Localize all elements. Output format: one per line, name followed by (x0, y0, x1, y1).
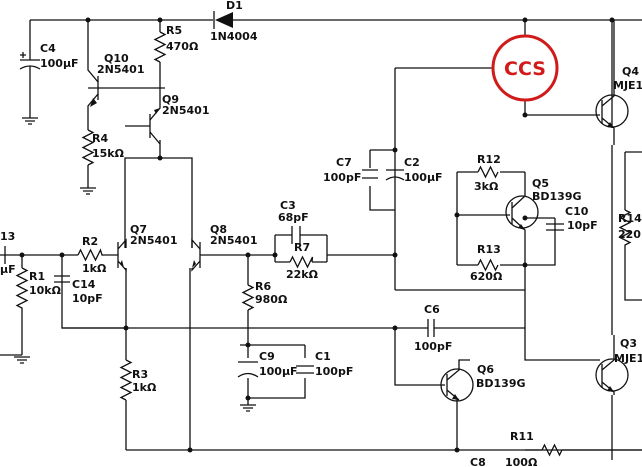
c3-ref: C3 (280, 199, 296, 212)
r5-value: 470Ω (166, 40, 199, 53)
r5-ref: R5 (166, 24, 182, 37)
c6-ref: C6 (424, 303, 440, 316)
c13-ref: 13 (0, 230, 15, 243)
r11-ref: R11 (510, 430, 534, 443)
resistor-r1: R1 10kΩ (14, 267, 62, 364)
resistor-r14: R14 220 (618, 209, 642, 250)
r7-value: 22kΩ (286, 268, 319, 281)
c7-ref: C7 (336, 156, 352, 169)
r4-ref: R4 (92, 132, 108, 145)
r2-value: 1kΩ (82, 262, 107, 275)
resistor-r5: R5 470Ω (153, 24, 199, 63)
q7-value: 2N5401 (130, 234, 177, 247)
r13-value: 620Ω (470, 270, 503, 283)
r13-ref: R13 (477, 243, 501, 256)
c10-value: 10pF (567, 219, 598, 232)
q9-ref: Q9 (162, 93, 179, 106)
junction-dots (19, 17, 615, 453)
q8-value: 2N5401 (210, 234, 257, 247)
d1-ref: D1 (226, 0, 243, 12)
q3-ref: Q3 (620, 337, 637, 350)
resistor-r2: R2 1kΩ (77, 235, 107, 275)
q4-value: MJE1 (613, 79, 642, 92)
capacitor-c13: 13 µF (0, 230, 16, 276)
c1-ref: C1 (315, 350, 331, 363)
r14-ref: R14 (618, 212, 642, 225)
c1-value: 100pF (315, 365, 353, 378)
transistor-q3: Q3 MJE1 (595, 335, 642, 395)
r6-ref: R6 (255, 280, 271, 293)
capacitor-c14: C14 10pF (54, 275, 103, 305)
r12-ref: R12 (477, 153, 501, 166)
transistor-q6: Q6 BD139G (440, 359, 526, 402)
c9-value: 100µF (259, 365, 298, 378)
capacitor-c8: C8 (470, 456, 486, 467)
c2-ref: C2 (404, 156, 420, 169)
q10-ref: Q10 (104, 52, 129, 65)
capacitor-c3: C3 68pF (278, 199, 309, 244)
capacitor-c4: C4 100µF (19, 42, 79, 125)
capacitor-c7: C7 100pF (323, 156, 378, 184)
ccs-highlight: CCS (491, 34, 559, 102)
resistor-r13: R13 620Ω (470, 243, 503, 283)
c13-value: µF (0, 263, 16, 276)
transistor-q10: Q10 2N5401 (87, 40, 144, 108)
transistor-q7: Q7 2N5401 (117, 223, 177, 272)
q4-ref: Q4 (622, 65, 639, 78)
q10-value: 2N5401 (97, 63, 144, 76)
resistor-r7: R7 22kΩ (286, 241, 319, 281)
wires (0, 19, 642, 460)
q6-ref: Q6 (477, 363, 494, 376)
r6-value: 980Ω (255, 293, 288, 306)
r1-value: 10kΩ (29, 284, 62, 297)
r14-value: 220 (618, 228, 641, 241)
r12-value: 3kΩ (474, 180, 499, 193)
q5-ref: Q5 (532, 177, 549, 190)
c3-value: 68pF (278, 211, 309, 224)
q5-value: BD139G (532, 190, 582, 203)
transistor-q9: Q9 2N5401 (125, 92, 209, 145)
c4-ref: C4 (40, 42, 56, 55)
c14-ref: C14 (72, 278, 96, 291)
c4-value: 100µF (40, 57, 79, 70)
q7-ref: Q7 (130, 223, 147, 236)
r11-value: 100Ω (505, 456, 538, 467)
diode-d1: D1 1N4004 (206, 0, 258, 43)
q6-value: BD139G (476, 377, 526, 390)
r4-value: 15kΩ (92, 147, 125, 160)
resistor-r3: R3 1kΩ (119, 359, 157, 401)
q3-value: MJE1 (614, 352, 642, 365)
transistor-q5: Q5 BD139G (505, 177, 582, 235)
r7-ref: R7 (294, 241, 310, 254)
capacitor-c6: C6 100pF (414, 303, 452, 353)
capacitor-c10: C10 10pF (546, 205, 598, 232)
resistor-r4: R4 15kΩ (80, 129, 125, 195)
c6-value: 100pF (414, 340, 452, 353)
resistor-r12: R12 3kΩ (474, 153, 501, 193)
resistor-r11: R11 100Ω (505, 430, 642, 467)
capacitor-c9: C9 100µF (237, 350, 298, 412)
c7-value: 100pF (323, 171, 361, 184)
d1-value: 1N4004 (210, 30, 258, 43)
q8-ref: Q8 (210, 223, 227, 236)
transistor-q8: Q8 2N5401 (191, 223, 257, 272)
r3-value: 1kΩ (132, 381, 157, 394)
c8-ref: C8 (470, 456, 486, 467)
ccs-label: CCS (504, 58, 546, 80)
capacitor-c2: C2 100µF (385, 156, 443, 184)
q9-value: 2N5401 (162, 104, 209, 117)
r3-ref: R3 (132, 368, 148, 381)
capacitor-c1: C1 100pF (296, 350, 353, 378)
r2-ref: R2 (82, 235, 98, 248)
resistor-r6: R6 980Ω (241, 280, 288, 311)
transistor-q4: Q4 MJE1 (595, 20, 642, 145)
c9-ref: C9 (259, 350, 275, 363)
c14-value: 10pF (72, 292, 103, 305)
c10-ref: C10 (565, 205, 589, 218)
c2-value: 100µF (404, 171, 443, 184)
r1-ref: R1 (29, 270, 45, 283)
